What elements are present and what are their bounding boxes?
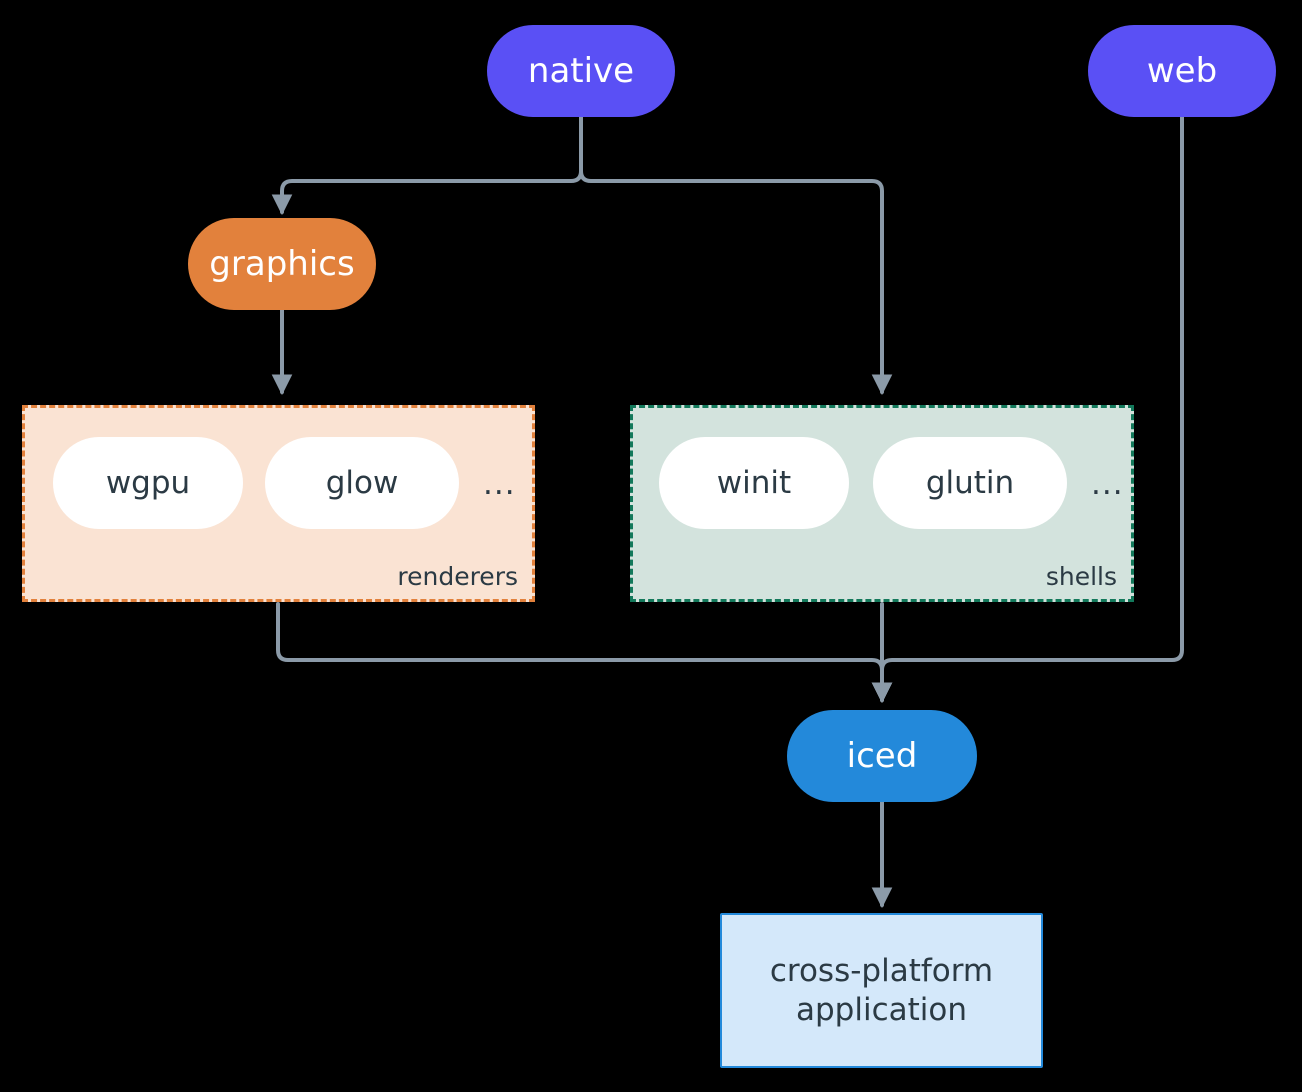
chip-glutin-label: glutin	[925, 465, 1015, 501]
node-application-label-line2: application	[796, 991, 967, 1028]
node-application-label-line1: cross-platform	[769, 952, 994, 989]
node-iced-label: iced	[846, 735, 918, 776]
cluster-shells: winit glutin ... shells	[630, 405, 1134, 602]
shells-more-ellipsis: ...	[1091, 466, 1124, 502]
cluster-shells-label: shells	[1045, 562, 1117, 591]
chip-glow-label: glow	[325, 465, 399, 501]
chip-wgpu[interactable]: wgpu	[53, 437, 243, 529]
node-native-label: native	[527, 50, 635, 91]
renderers-more-ellipsis: ...	[483, 466, 516, 502]
chip-wgpu-label: wgpu	[105, 465, 191, 501]
cluster-renderers-label: renderers	[397, 562, 518, 591]
chip-glutin[interactable]: glutin	[873, 437, 1067, 529]
edge-web-to-iced	[871, 114, 1184, 704]
edge-native-to-graphics	[271, 114, 583, 216]
cluster-renderers: wgpu glow ... renderers	[22, 405, 535, 602]
node-web[interactable]: web	[1088, 25, 1276, 117]
edge-native-to-shells	[579, 114, 893, 396]
chip-winit[interactable]: winit	[659, 437, 849, 529]
edge-renderers-to-iced	[276, 602, 893, 704]
node-web-label: web	[1146, 50, 1218, 91]
node-application[interactable]: cross-platform application	[720, 913, 1043, 1068]
chip-glow[interactable]: glow	[265, 437, 459, 529]
chip-winit-label: winit	[716, 465, 792, 501]
node-graphics-label: graphics	[209, 243, 355, 284]
node-native[interactable]: native	[487, 25, 675, 117]
node-iced[interactable]: iced	[787, 710, 977, 802]
node-graphics[interactable]: graphics	[188, 218, 376, 310]
